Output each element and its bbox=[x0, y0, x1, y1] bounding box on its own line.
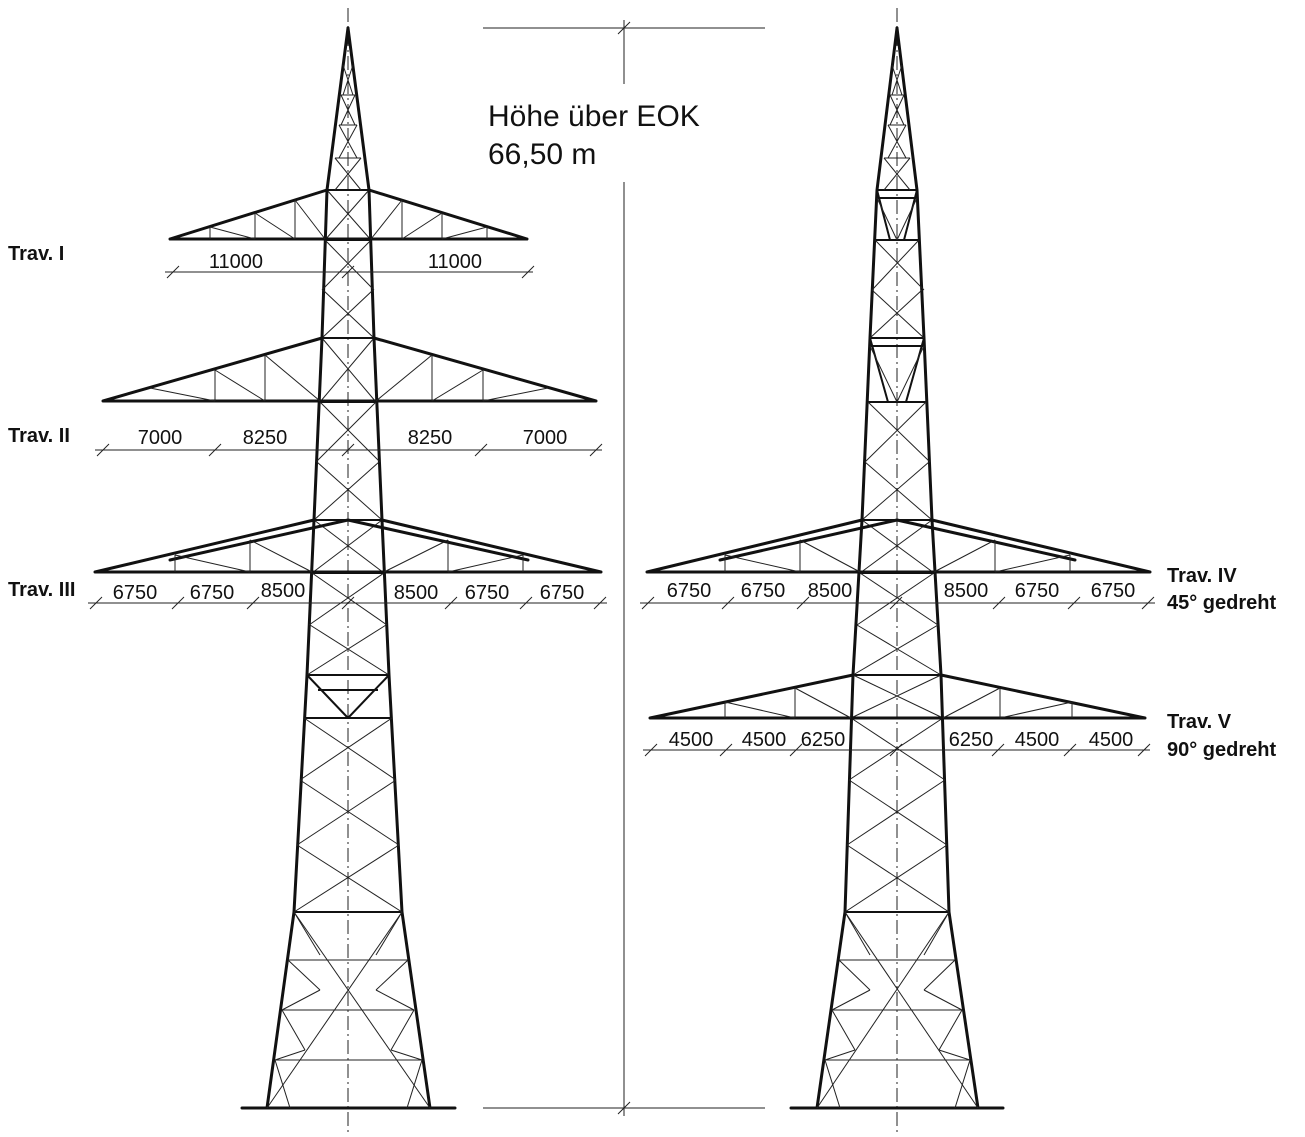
right-tower-k-panels bbox=[869, 189, 925, 403]
trav-4-label: Trav. IV bbox=[1167, 565, 1237, 587]
trav-5-sub: 90° gedreht bbox=[1167, 739, 1276, 761]
right-crossarm-5 bbox=[648, 673, 1147, 720]
trav-3-dim: 8500 bbox=[394, 582, 439, 604]
right-tower bbox=[645, 8, 1152, 1135]
trav-5-dim: 4500 bbox=[1015, 729, 1060, 751]
trav-5-dim: 6250 bbox=[949, 729, 994, 751]
left-tower-body-bracing bbox=[293, 189, 403, 913]
trav-3-dim: 6750 bbox=[113, 582, 158, 604]
trav-4-dim: 6750 bbox=[741, 580, 786, 602]
trav-5-dim: 4500 bbox=[742, 729, 787, 751]
trav-1-label: Trav. I bbox=[8, 243, 64, 265]
left-tower bbox=[93, 8, 603, 1135]
trav-2-dim: 7000 bbox=[523, 427, 568, 449]
trav-3-label: Trav. III bbox=[8, 579, 75, 601]
trav-5-dim: 4500 bbox=[669, 729, 714, 751]
left-crossarm-2 bbox=[101, 336, 598, 403]
left-crossarm-1 bbox=[168, 188, 529, 241]
right-tower-base-bracing bbox=[816, 911, 979, 1109]
trav-1-dim: 11000 bbox=[209, 251, 263, 273]
trav-4-dim: 6750 bbox=[667, 580, 712, 602]
trav-4-sub: 45° gedreht bbox=[1167, 592, 1276, 614]
trav-5-label: Trav. V bbox=[1167, 711, 1232, 733]
left-tower-spire-lattice bbox=[334, 64, 362, 191]
height-dimension: Höhe über EOK 66,50 m bbox=[483, 20, 765, 1116]
right-tower-spire-lattice bbox=[883, 64, 911, 191]
left-tower-base-bracing bbox=[266, 911, 431, 1109]
height-tick-bottom bbox=[617, 1101, 631, 1115]
trav-5-dim: 6250 bbox=[801, 729, 846, 751]
trav-4-dim: 8500 bbox=[808, 580, 853, 602]
height-label-line2: 66,50 m bbox=[488, 138, 596, 171]
left-tower-k-panel bbox=[306, 674, 390, 719]
trav-2-dim: 8250 bbox=[408, 427, 453, 449]
trav-3-dim: 8500 bbox=[261, 580, 306, 602]
left-crossarm-3 bbox=[93, 518, 603, 574]
trav-4-dim: 6750 bbox=[1091, 580, 1136, 602]
height-label-line1: Höhe über EOK bbox=[488, 100, 700, 133]
height-tick-top bbox=[617, 21, 631, 35]
trav-3-dim: 6750 bbox=[190, 582, 235, 604]
trav-2-dim: 7000 bbox=[138, 427, 183, 449]
right-tower-body-bracing bbox=[844, 197, 950, 913]
trav-5-dim: 4500 bbox=[1089, 729, 1134, 751]
right-crossarm-4 bbox=[645, 518, 1152, 574]
trav-2-label: Trav. II bbox=[8, 425, 70, 447]
trav-4-dim: 8500 bbox=[944, 580, 989, 602]
trav-3-dim: 6750 bbox=[540, 582, 585, 604]
crossarm-labels: Trav. I Trav. II Trav. III Trav. IV 45° … bbox=[8, 243, 1276, 761]
dimension-texts: 11000 11000 7000 8250 8250 7000 6750 675… bbox=[113, 251, 1136, 751]
trav-2-dim: 8250 bbox=[243, 427, 288, 449]
trav-4-dim: 6750 bbox=[1015, 580, 1060, 602]
dimension-lines bbox=[88, 265, 1155, 757]
trav-1-dim: 11000 bbox=[428, 251, 482, 273]
trav-3-dim: 6750 bbox=[465, 582, 510, 604]
